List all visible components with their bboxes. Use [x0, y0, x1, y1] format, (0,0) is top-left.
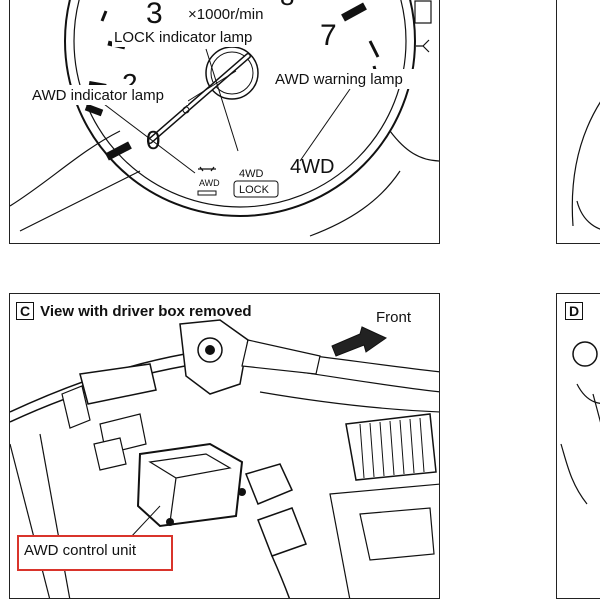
- panel-c-driver-box-view: Front C View with driver box removed AWD …: [9, 293, 440, 599]
- awd-control-unit-highlight: [17, 535, 173, 571]
- sketch-line: [560, 443, 588, 505]
- awd-car-icon: AWD: [197, 166, 220, 196]
- knob-shape: [572, 341, 598, 367]
- awd-warning-lamp-label: AWD warning lamp: [275, 71, 403, 88]
- dial-hub-inner: [210, 51, 254, 95]
- linkage-arm: [241, 339, 321, 375]
- dial-number-3: 3: [146, 0, 163, 30]
- label-backing: [112, 27, 270, 47]
- dash-curve: [19, 170, 141, 232]
- lock-badge-frame: [233, 180, 279, 198]
- panel-b-illustration: [571, 101, 600, 230]
- leader-line-awd-indicator: [187, 70, 237, 102]
- sketch-line: [576, 200, 600, 230]
- control-unit-edge: [169, 477, 177, 523]
- tachometer-inner-ring: [73, 0, 407, 208]
- unit-connector: [257, 507, 307, 557]
- dash-curve: [389, 130, 439, 162]
- fuel-gauge-icon: [414, 0, 432, 24]
- badge-lock-text: LOCK: [239, 184, 270, 196]
- panel-c-letter: C: [16, 302, 35, 320]
- label-backing: [30, 85, 188, 105]
- unit-connector: [244, 463, 294, 505]
- gauge-marker-icon: [416, 39, 430, 53]
- label-backing: [272, 69, 427, 89]
- engine-bay-illustration: Front: [10, 309, 439, 598]
- dial-number-7: 7: [320, 19, 337, 52]
- tick-mark: [105, 141, 132, 161]
- panel-c-header: C View with driver box removed: [16, 302, 252, 320]
- pillar-line: [10, 443, 51, 598]
- dial-number-8: 8: [280, 0, 294, 11]
- panel-a-meter-view: 3 2 7 0 8 ×1000r/min LOCK indicator lamp…: [9, 0, 440, 244]
- leader-line-lock: [205, 48, 239, 152]
- left-bracket: [79, 363, 157, 405]
- sketch-line: [592, 393, 600, 423]
- awd-control-unit-label: AWD control unit: [24, 542, 136, 559]
- mount-bolt: [166, 518, 174, 526]
- lock-indicator-lamp-label: LOCK indicator lamp: [114, 29, 252, 46]
- sketch-line: [576, 383, 600, 404]
- cable: [271, 555, 291, 598]
- harness-line: [259, 391, 439, 413]
- indicator-dot: [182, 106, 190, 114]
- sketch-line: [571, 101, 600, 227]
- front-arrow-icon: [331, 326, 388, 357]
- tick-mark: [368, 40, 380, 58]
- badge-4wd-text: 4WD: [239, 168, 264, 180]
- dash-curve: [10, 130, 121, 207]
- leader-line-awd-icon: [99, 100, 196, 174]
- mount-bolt: [238, 488, 246, 496]
- connector-left: [61, 385, 91, 429]
- panel-d-illustration: [560, 341, 600, 505]
- floor-panel: [359, 507, 435, 561]
- tick-mark: [100, 10, 108, 22]
- unit-label: ×1000r/min: [188, 6, 263, 23]
- panel-d-header: D: [565, 302, 589, 320]
- panel-c-title: View with driver box removed: [40, 303, 252, 320]
- dash-curve: [309, 170, 401, 237]
- panel-d-letter: D: [565, 302, 584, 320]
- connector-small: [93, 437, 127, 471]
- needle-highlight: [148, 54, 250, 143]
- leader-line-warning: [299, 88, 351, 162]
- tachometer-outer-ring: [64, 0, 416, 217]
- panel-b-partial: [556, 0, 600, 244]
- awd-icon-text: AWD: [199, 178, 220, 188]
- panel-d-partial: D: [556, 293, 600, 599]
- pillar-line: [39, 433, 71, 598]
- dial-number-0: 0: [146, 125, 160, 155]
- pivot-bolt-center: [205, 345, 215, 355]
- big-4wd-text: 4WD: [290, 156, 334, 178]
- corrugated-tube: [345, 413, 437, 481]
- awd-indicator-lamp-label: AWD indicator lamp: [32, 87, 164, 104]
- leader-line-control-unit: [129, 505, 161, 539]
- control-unit-top: [148, 453, 232, 479]
- front-label: Front: [376, 309, 412, 326]
- tick-mark: [341, 2, 367, 22]
- tick-mark: [84, 103, 104, 117]
- meter-illustration: 3 2 7 0 8 ×1000r/min LOCK indicator lamp…: [10, 0, 439, 237]
